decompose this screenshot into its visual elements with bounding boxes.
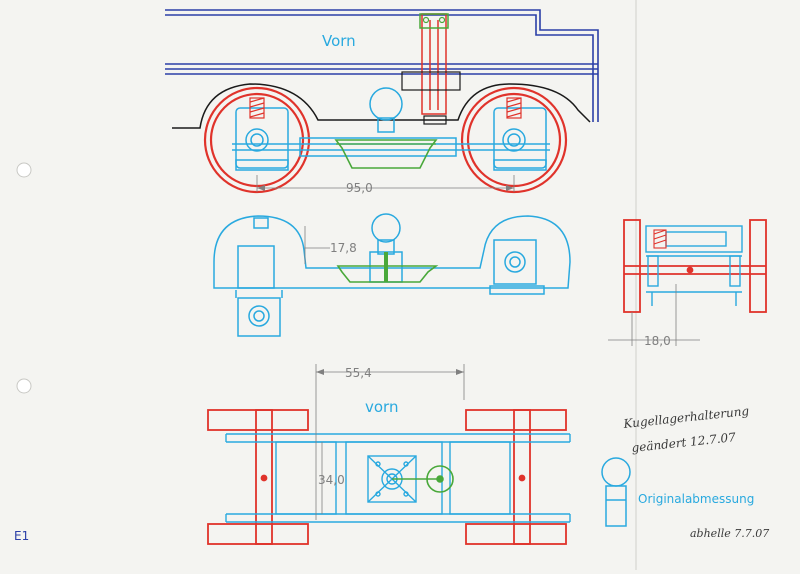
loco-frame-blue xyxy=(165,9,599,122)
label-original: Originalabmessung xyxy=(638,492,754,506)
label-vorn-top: Vorn xyxy=(322,32,356,50)
end-view-spring xyxy=(653,229,667,249)
signature: abhelle 7.7.07 xyxy=(690,527,769,540)
springs xyxy=(249,97,522,119)
pivot-plate-detail xyxy=(336,265,439,283)
dim-offset xyxy=(304,226,330,264)
dim-text-bearing: 18,0 xyxy=(644,334,671,348)
sheet-id: E1 xyxy=(14,529,29,543)
end-view xyxy=(608,219,767,346)
punch-hole-top xyxy=(16,162,32,178)
dim-bearing xyxy=(608,284,700,346)
dim-text-pivot: 55,4 xyxy=(345,366,372,380)
dim-wheelbase xyxy=(256,175,515,192)
original-bearing-holder xyxy=(601,457,631,527)
bogie-frame-outline xyxy=(213,215,571,289)
dim-pivot xyxy=(315,364,465,520)
bogie-detail xyxy=(213,213,571,337)
dim-text-offset: 17,8 xyxy=(330,241,357,255)
top-view-wheels xyxy=(207,409,567,545)
top-view xyxy=(207,364,571,545)
top-view-pivot xyxy=(392,465,454,493)
dim-text-width: 34,0 xyxy=(318,473,345,487)
label-vorn-bottom: vorn xyxy=(365,398,398,416)
pivot-plate-green xyxy=(334,139,438,169)
fender-outline xyxy=(172,83,591,129)
dim-text-wheelbase: 95,0 xyxy=(346,181,373,195)
side-view xyxy=(165,9,599,194)
punch-hole-bottom xyxy=(16,378,32,394)
